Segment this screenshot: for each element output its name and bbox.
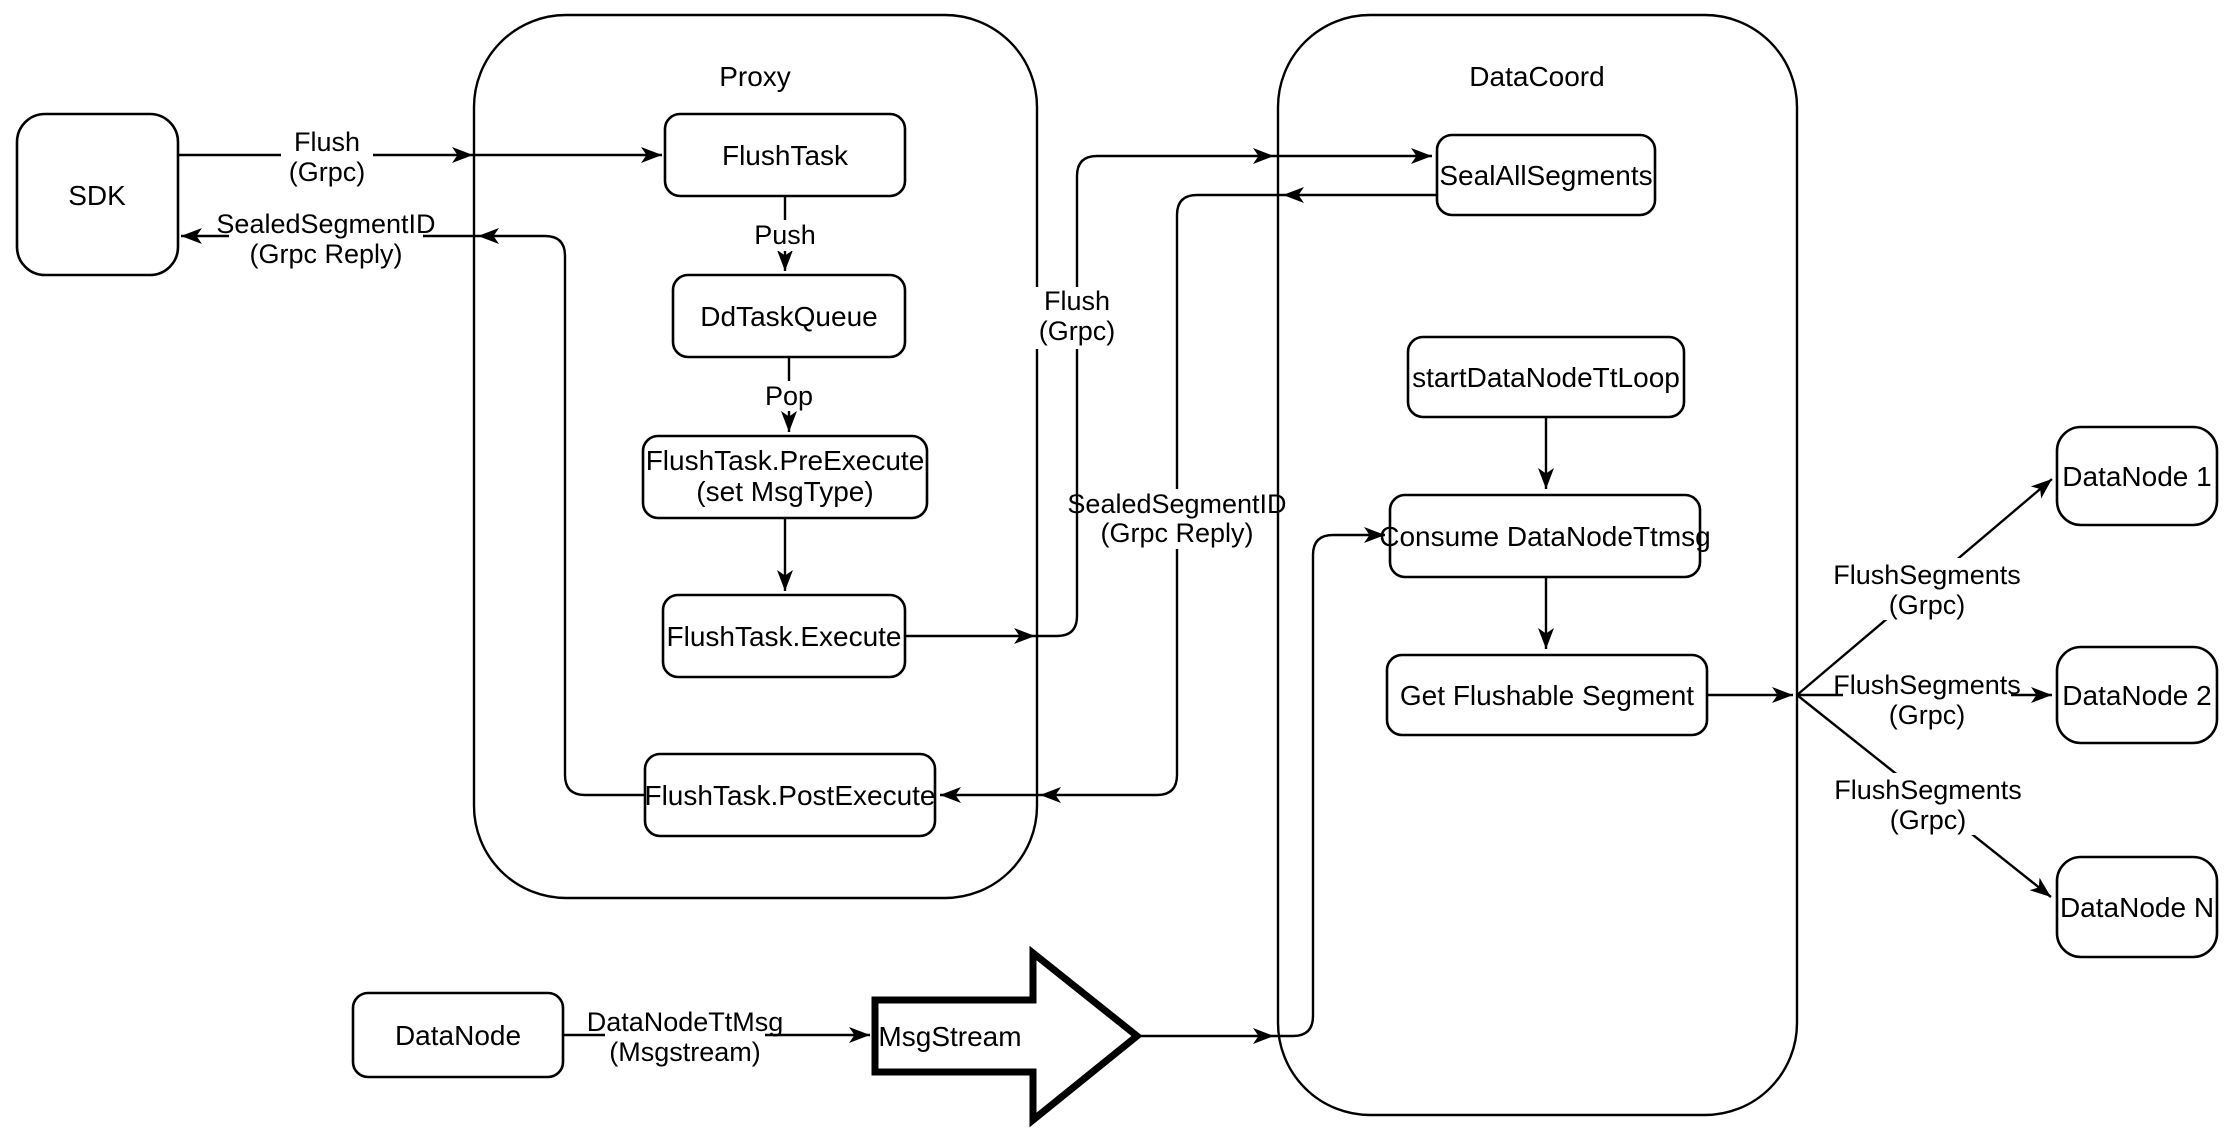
node-data-node-bottom: DataNode (351, 991, 565, 1079)
edge-label-sdk-flush-line2: (Grpc) (289, 157, 366, 187)
data-node-n-box (2055, 855, 2219, 959)
start-data-node-tt-loop-box (1406, 335, 1686, 419)
node-data-node-2: DataNode 2 (2055, 645, 2219, 745)
node-flush-task-pre-execute: FlushTask.PreExecute (set MsgType) (641, 434, 929, 520)
edge-label-proxy-reply-line2: (Grpc Reply) (1100, 518, 1253, 548)
edge-label-flushsegments-3-line2: (Grpc) (1890, 805, 1967, 835)
proxy-title: Proxy (719, 61, 791, 92)
node-get-flushable-segment: Get Flushable Segment (1385, 653, 1709, 737)
consume-data-node-ttmsg-box (1388, 493, 1702, 579)
node-flush-task-post-execute: FlushTask.PostExecute (643, 752, 937, 838)
node-data-node-1: DataNode 1 (2055, 425, 2219, 527)
consume-data-node-ttmsg-label: Consume DataNodeTtmsg (1379, 521, 1710, 552)
edge-label-push: Push (754, 220, 816, 250)
edge-label-flushsegments-1-line2: (Grpc) (1889, 590, 1966, 620)
edge-label-proxy-flush-line2: (Grpc) (1039, 316, 1116, 346)
label-bg-flushsegments-3 (1843, 773, 2011, 835)
data-node-n-label: DataNode N (2060, 892, 2214, 923)
node-dd-task-queue: DdTaskQueue (671, 273, 907, 359)
flush-task-pre-execute-box (641, 434, 929, 520)
dd-task-queue-box (671, 273, 907, 359)
edge-msgstream-to-consume (1274, 527, 1385, 1038)
label-bg-flushsegments-2 (1843, 668, 2011, 730)
label-bg-proxy-flush (1032, 287, 1122, 349)
edge-label-sdk-flush-line1: Flush (294, 127, 360, 157)
node-start-data-node-tt-loop: startDataNodeTtLoop (1406, 335, 1686, 419)
datacoord-title: DataCoord (1469, 61, 1604, 92)
edge-label-pop: Pop (765, 381, 813, 411)
edge-label-proxy-flush-line1: Flush (1044, 286, 1110, 316)
flush-task-pre-execute-label-line1: FlushTask.PreExecute (646, 445, 925, 476)
node-sdk: SDK (15, 112, 180, 277)
label-bg-sdk-flush (281, 129, 373, 189)
datacoord-container (1276, 13, 1799, 1117)
node-data-node-n: DataNode N (2055, 855, 2219, 959)
node-flush-task-execute: FlushTask.Execute (661, 593, 907, 679)
label-bg-flushsegments-1 (1843, 558, 2011, 620)
data-node-1-label: DataNode 1 (2062, 461, 2211, 492)
label-bg-pop (756, 381, 822, 411)
proxy-container (472, 13, 1039, 900)
data-node-2-box (2055, 645, 2219, 745)
data-node-2-label: DataNode 2 (2062, 680, 2211, 711)
node-msg-stream: MsgStream (871, 945, 1143, 1128)
node-seal-all-segments: SealAllSegments (1435, 133, 1657, 217)
node-consume-data-node-ttmsg: Consume DataNodeTtmsg (1379, 493, 1711, 579)
get-flushable-segment-box (1385, 653, 1709, 737)
flush-task-pre-execute-label-line2: (set MsgType) (696, 476, 873, 507)
flush-task-post-execute-box (643, 752, 937, 838)
get-flushable-segment-label: Get Flushable Segment (1400, 680, 1694, 711)
flush-task-execute-box (661, 593, 907, 679)
edge-label-datanodettmsg-line1: DataNodeTtMsg (587, 1007, 784, 1037)
data-node-bottom-box (351, 991, 565, 1079)
label-bg-push (748, 220, 822, 251)
label-bg-datanodettmsg (605, 1007, 765, 1067)
seal-all-segments-label: SealAllSegments (1439, 160, 1652, 191)
edge-label-flushsegments-2-line2: (Grpc) (1889, 700, 1966, 730)
edge-label-flushsegments-3-line1: FlushSegments (1834, 775, 2022, 805)
edge-label-sdk-reply-line2: (Grpc Reply) (249, 239, 402, 269)
label-bg-sdk-reply (229, 210, 423, 270)
msg-stream-arrow-shape (871, 945, 1143, 1128)
data-node-bottom-label: DataNode (395, 1020, 521, 1051)
label-bg-proxy-reply (1079, 489, 1275, 549)
sdk-label: SDK (68, 180, 126, 211)
seal-all-segments-box (1435, 133, 1657, 217)
edge-label-flushsegments-1-line1: FlushSegments (1833, 560, 2021, 590)
dd-task-queue-label: DdTaskQueue (700, 301, 877, 332)
edge-label-datanodettmsg-line2: (Msgstream) (609, 1037, 761, 1067)
edge-label-proxy-reply-line1: SealedSegmentID (1067, 489, 1286, 519)
sdk-box (15, 112, 180, 277)
start-data-node-tt-loop-label: startDataNodeTtLoop (1412, 362, 1680, 393)
edge-postexecute-to-proxy-border (478, 228, 645, 797)
flush-task-execute-label: FlushTask.Execute (667, 621, 902, 652)
flush-task-post-execute-label: FlushTask.PostExecute (644, 780, 935, 811)
flush-task-label: FlushTask (722, 140, 849, 171)
edge-flush-to-datacoord-border (1035, 148, 1274, 638)
edge-label-sdk-reply-line1: SealedSegmentID (216, 209, 435, 239)
node-flush-task: FlushTask (663, 112, 907, 198)
edge-label-flushsegments-2-line1: FlushSegments (1833, 670, 2021, 700)
msg-stream-label: MsgStream (878, 1021, 1021, 1052)
flush-task-box (663, 112, 907, 198)
data-node-1-box (2055, 425, 2219, 527)
